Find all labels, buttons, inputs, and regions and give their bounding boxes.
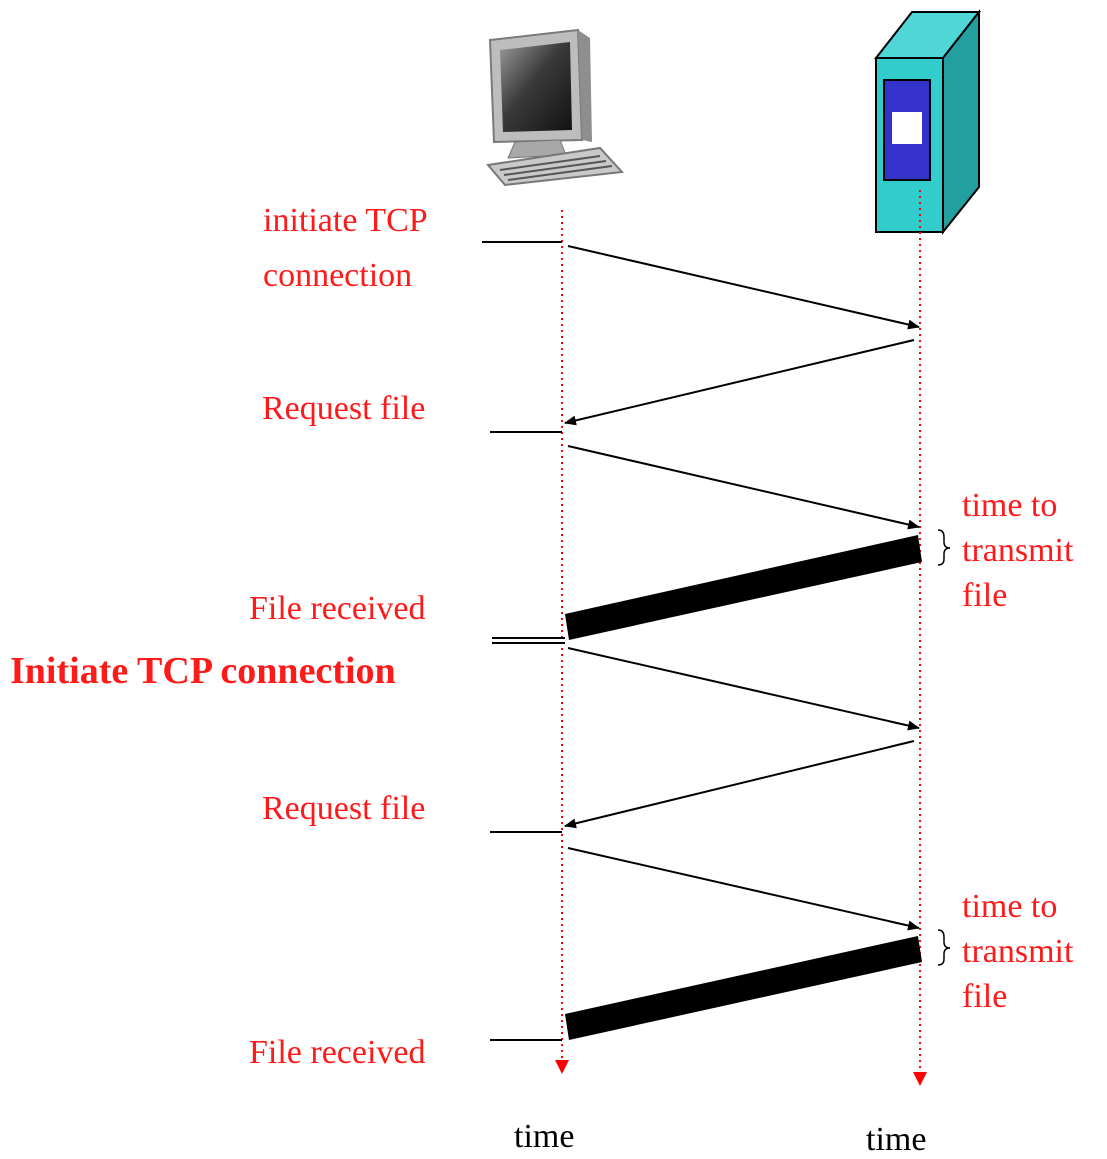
file-transfer-bar-2 xyxy=(565,936,922,1040)
request-arrow-1 xyxy=(567,445,920,530)
client-time-label: time xyxy=(514,1118,575,1155)
file-received-label-2: File received xyxy=(249,1034,426,1071)
request-file-label-1: Request file xyxy=(262,390,426,427)
syn-arrow-1 xyxy=(567,245,920,330)
client-timeline xyxy=(555,210,569,1074)
synack-arrow-1 xyxy=(564,339,915,426)
brace-1 xyxy=(937,529,951,566)
initiate-tcp-label: initiate TCP connection xyxy=(263,202,428,294)
server-timeline xyxy=(913,190,927,1086)
label-leaders xyxy=(482,241,565,1041)
desktop-computer-icon xyxy=(486,28,625,187)
synack-arrow-2 xyxy=(564,740,915,829)
syn-arrow-2 xyxy=(567,647,920,731)
request-file-label-2: Request file xyxy=(262,790,426,827)
file-received-label-1: File received xyxy=(249,590,426,627)
request-arrow-2 xyxy=(567,847,920,931)
server-tower-icon xyxy=(873,9,982,235)
time-to-transmit-label-1: time to transmit file xyxy=(962,487,1074,614)
server-time-label: time xyxy=(866,1121,927,1158)
file-transfer-bars xyxy=(565,535,922,1040)
transmit-time-braces xyxy=(937,529,951,966)
file-transfer-bar-1 xyxy=(565,535,922,640)
brace-2 xyxy=(937,929,951,966)
time-to-transmit-label-2: time to transmit file xyxy=(962,888,1074,1015)
initiate-tcp-bold-label: Initiate TCP connection xyxy=(10,650,396,692)
message-arrows xyxy=(564,245,920,931)
